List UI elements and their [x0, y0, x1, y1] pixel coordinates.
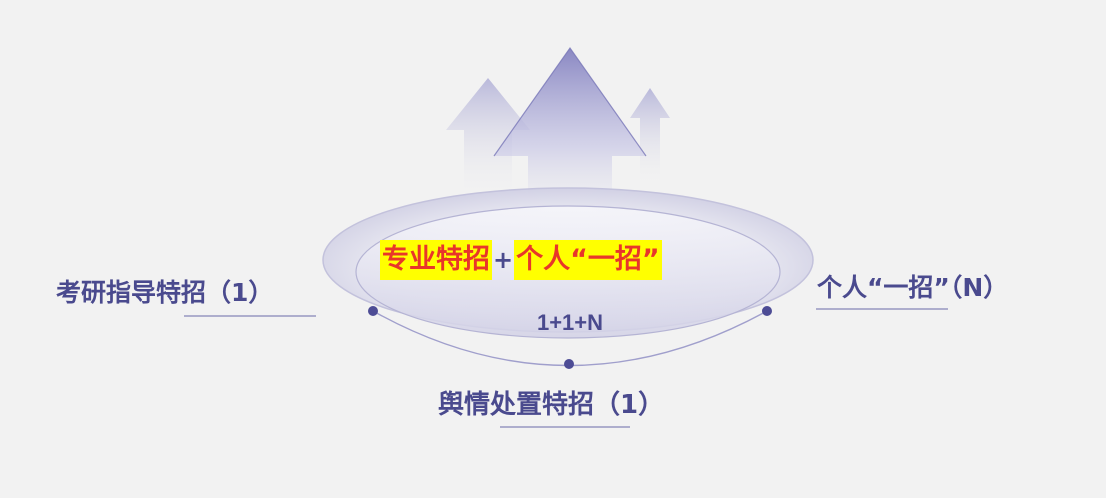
center-title-plus: + [493, 246, 514, 274]
node-bottom [564, 359, 574, 369]
inner-disc-rim [355, 205, 781, 339]
center-title-part1: 专业特招 [380, 240, 492, 280]
left-label: 考研指导特招（1） [56, 278, 274, 307]
node-left [368, 306, 378, 316]
arrow-left-small [446, 78, 530, 200]
center-title-part2: 个人“一招” [514, 240, 662, 280]
center-title: 专业特招 + 个人“一招” [380, 240, 662, 280]
arrow-main [493, 46, 647, 230]
center-formula: 1+1+N [536, 310, 604, 335]
node-right [762, 306, 772, 316]
right-label: 个人“一招”（N） [817, 273, 1009, 302]
arrow-right-small [630, 88, 670, 190]
bottom-label: 舆情处置特招（1） [438, 390, 665, 420]
